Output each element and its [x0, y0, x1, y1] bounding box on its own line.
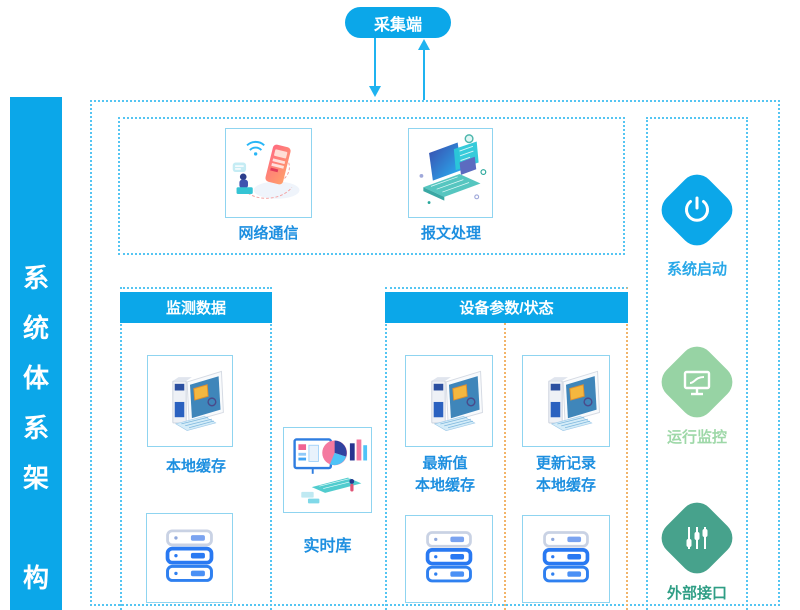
run-monitor-label: 运行监控 — [666, 429, 727, 446]
network-comm-node — [225, 128, 312, 218]
external-interface-label: 外部接口 — [666, 585, 727, 602]
workstation-illustration — [431, 370, 483, 431]
record-cache-label: 更新记录 本地缓存 — [506, 453, 626, 497]
network-comm-label: 网络通信 — [238, 225, 299, 242]
power-icon — [680, 193, 714, 227]
latest-server-node — [405, 515, 493, 603]
dashboard-charts-illustration — [293, 438, 368, 504]
monitor-server-node — [146, 513, 233, 603]
server-stack-icon — [542, 531, 590, 583]
monitor-data-header: 监测数据 — [120, 292, 272, 323]
latest-cache-node — [405, 355, 493, 447]
collector-label: 采集端 — [373, 16, 422, 34]
monitor-cache-node — [147, 355, 233, 447]
title-char: 体 — [22, 363, 49, 393]
workstation-illustration — [548, 370, 600, 431]
device-params-header-label: 设备参数/状态 — [459, 300, 554, 317]
message-processing-node — [408, 128, 493, 218]
server-stack-icon — [425, 531, 473, 583]
title-char: 统 — [22, 313, 49, 343]
system-start-node — [654, 167, 740, 253]
sidebar-title-banner: 系 统 体 系 架 构 — [10, 97, 62, 610]
device-params-header: 设备参数/状态 — [385, 292, 628, 323]
monitor-cache-label: 本地缓存 — [165, 458, 226, 475]
latest-cache-label: 最新值 本地缓存 — [385, 453, 505, 497]
workstation-illustration — [172, 370, 224, 431]
title-char: 系 — [22, 263, 49, 293]
latest-cache-label-line1: 最新值 — [422, 455, 468, 472]
message-processing-label: 报文处理 — [420, 225, 481, 242]
phone-wifi-illustration — [232, 141, 300, 199]
title-char: 构 — [22, 563, 49, 593]
record-server-node — [522, 515, 610, 603]
record-cache-label-line1: 更新记录 — [535, 455, 596, 472]
monitor-data-header-label: 监测数据 — [165, 300, 226, 317]
sliders-icon — [680, 521, 714, 555]
record-cache-node — [522, 355, 610, 447]
device-params-divider — [504, 323, 506, 610]
latest-cache-label-line2: 本地缓存 — [414, 477, 475, 494]
title-char: 架 — [22, 463, 49, 493]
realtime-db-node — [283, 427, 372, 513]
run-monitor-node — [654, 339, 740, 425]
record-cache-label-line2: 本地缓存 — [535, 477, 596, 494]
title-char: 系 — [22, 413, 49, 443]
external-interface-node — [654, 495, 740, 581]
monitor-curve-icon — [679, 364, 715, 400]
main-container-frame — [90, 100, 780, 606]
comm-modules-frame — [118, 117, 625, 255]
collector-node: 采集端 — [345, 7, 451, 38]
data-flow-arrows — [369, 38, 430, 100]
server-stack-icon — [165, 529, 214, 582]
device-params-group-frame — [385, 287, 628, 610]
laptop-documents-illustration — [419, 134, 487, 204]
monitor-data-column-frame — [120, 287, 272, 610]
system-start-label: 系统启动 — [666, 261, 727, 278]
system-functions-column-frame — [646, 117, 748, 610]
realtime-db-label: 实时库 — [303, 538, 352, 555]
